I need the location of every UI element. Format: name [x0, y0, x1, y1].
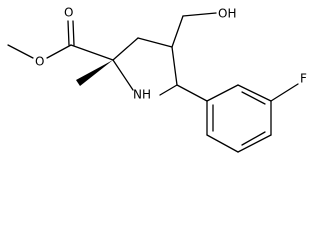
hydroxyl-oh-label: OH	[218, 7, 236, 21]
amine-nh-label: NH	[133, 88, 151, 102]
hydroxymethyl-group	[171, 12, 217, 48]
bond-ch2-oh	[182, 12, 217, 17]
bond-oester-methyl	[7, 44, 34, 59]
carbonyl-oxygen-label: O	[64, 6, 73, 20]
bond-ar-inner-2	[241, 131, 266, 146]
bond-carbonyl-oester	[46, 44, 72, 59]
ester-oxygen-label: O	[35, 55, 44, 69]
bond-ar-fluorine	[270, 83, 299, 102]
bond-c3-c4	[137, 37, 173, 48]
bond-carbonyl-double-a	[67, 20, 70, 46]
molecule-structure: O O NH OH F	[7, 6, 307, 153]
bond-c2-c3	[112, 37, 139, 61]
bond-c4-ch2	[171, 15, 184, 48]
bond-c5-phenyl	[176, 84, 208, 102]
ester-group	[7, 20, 114, 61]
bond-ar-1	[206, 84, 239, 102]
bond-c5-n	[159, 84, 178, 96]
fluorine-label: F	[300, 72, 307, 86]
pyrrolidine-ring	[112, 37, 178, 96]
bond-carbonyl-double-b	[72, 20, 75, 46]
bond-ar-2	[237, 84, 272, 102]
bond-ar-5	[206, 134, 239, 153]
wedge-methyl-bond	[76, 60, 113, 86]
bond-c2-carbonyl	[70, 44, 114, 61]
fluorophenyl-ring	[176, 83, 299, 153]
bond-c4-c5	[171, 46, 178, 86]
bond-ar-4	[237, 134, 272, 153]
bond-ar-inner-1	[241, 91, 266, 105]
bond-n-c2	[112, 59, 134, 91]
